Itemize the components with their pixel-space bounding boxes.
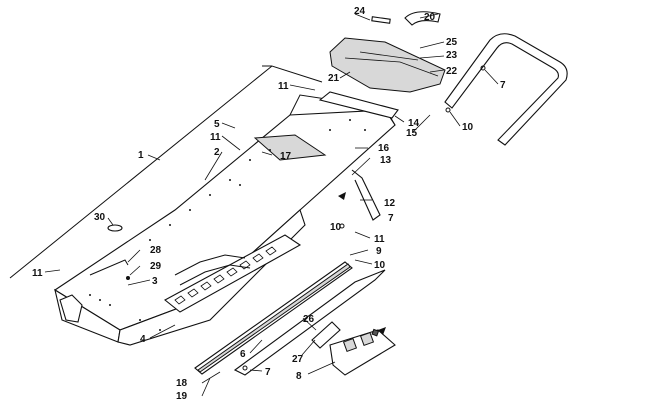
- callout-7-mid: 7: [388, 213, 394, 224]
- callout-27: 27: [292, 354, 304, 365]
- callout-19: 19: [176, 391, 188, 402]
- callout-7-upper: 7: [500, 80, 506, 91]
- callout-11-top: 11: [278, 81, 289, 92]
- cooler-cutouts: [174, 246, 277, 305]
- rear-grab-bar: [444, 33, 568, 146]
- support-strut: [351, 169, 381, 221]
- callout-4: 4: [140, 334, 146, 345]
- callout-7-lower: 7: [265, 367, 271, 378]
- callout-10-upper: 10: [462, 122, 474, 133]
- callout-5: 5: [214, 119, 220, 130]
- tunnel-access-panel: [253, 134, 327, 161]
- callout-23: 23: [446, 50, 458, 61]
- callout-labels: 1 2 3 4 5 6 7 7 7 8 9 10 10 10 11 11 11 …: [32, 6, 506, 402]
- rear-seat-assembly: [318, 11, 446, 119]
- callout-22: 22: [446, 66, 458, 77]
- leader-lines: [44, 13, 499, 397]
- callout-13: 13: [380, 155, 392, 166]
- callout-24: 24: [354, 6, 366, 17]
- callout-2: 2: [214, 147, 220, 158]
- small-parts: [89, 65, 486, 371]
- callout-9: 9: [376, 246, 382, 257]
- pointer-arrows: [338, 192, 386, 335]
- callout-28: 28: [150, 245, 162, 256]
- callout-12: 12: [384, 198, 396, 209]
- callout-8: 8: [296, 371, 302, 382]
- callout-11-left: 11: [32, 268, 43, 279]
- callout-26: 26: [303, 314, 315, 325]
- callout-25: 25: [446, 37, 458, 48]
- mud-flap-plate: [311, 321, 396, 376]
- callout-17: 17: [280, 151, 292, 162]
- callout-18: 18: [176, 378, 188, 389]
- callout-3: 3: [152, 276, 158, 287]
- callout-20: 20: [424, 12, 436, 23]
- callout-15: 15: [406, 128, 418, 139]
- callout-14: 14: [408, 118, 420, 129]
- callout-21: 21: [328, 73, 340, 84]
- running-board: [194, 261, 386, 376]
- callout-16: 16: [378, 143, 390, 154]
- callout-1: 1: [138, 150, 144, 161]
- callout-30: 30: [94, 212, 106, 223]
- rivet-holes: [89, 119, 366, 331]
- callout-11-mid: 11: [210, 132, 221, 143]
- callout-6: 6: [240, 349, 246, 360]
- assembly-bracket: [9, 65, 323, 279]
- callout-10-mid: 10: [330, 222, 342, 233]
- callout-29: 29: [150, 261, 162, 272]
- callout-10-lower: 10: [374, 260, 386, 271]
- tunnel-body: [53, 94, 396, 346]
- callout-11-right: 11: [374, 234, 385, 245]
- heat-exchanger: [164, 234, 302, 313]
